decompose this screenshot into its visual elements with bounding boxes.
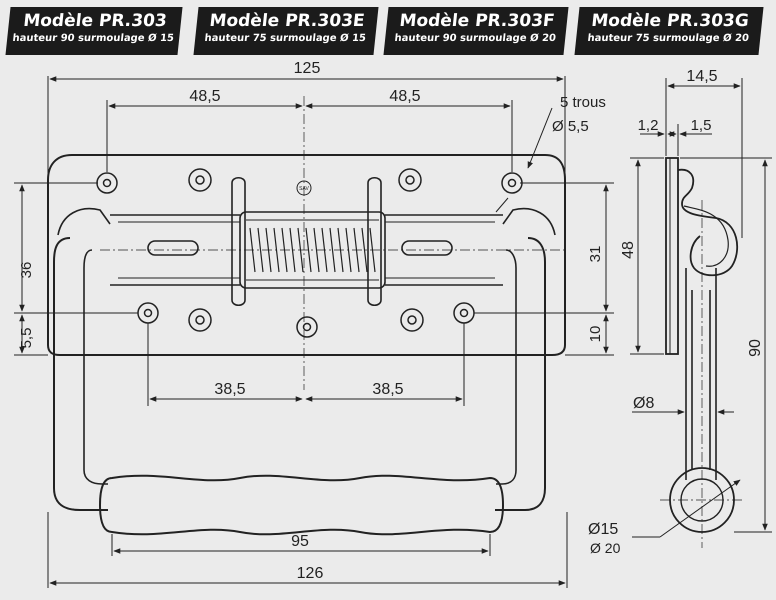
dim-top-spacing-right: 48,5 (389, 88, 420, 105)
dim-side-total-height: 90 (747, 339, 764, 357)
dim-side-depth: 14,5 (686, 68, 717, 85)
plate-fold-right (502, 207, 556, 236)
handle-bail-outer (53, 237, 546, 511)
side-dimension-lines (630, 78, 772, 538)
side-plate (665, 157, 679, 355)
holes-bottom (137, 302, 475, 338)
dim-side-plate-height: 48 (620, 241, 637, 259)
handle-bail-inner (83, 249, 517, 485)
side-hook-inner (683, 205, 729, 267)
dim-bottom-spacing-left: 38,5 (214, 381, 245, 398)
dim-plate-width: 125 (294, 60, 321, 77)
dim-grip-length: 95 (291, 533, 309, 550)
tab-left (231, 176, 246, 307)
front-view (47, 96, 566, 536)
dim-grip-diameter-1: Ø15 (588, 521, 618, 538)
side-rod (685, 268, 717, 480)
dim-top-spacing-left: 48,5 (189, 88, 220, 105)
side-dimension-labels: 14,5 1,2 1,5 48 90 Ø8 Ø15 Ø 20 (588, 68, 764, 556)
dim-right-10: 10 (587, 326, 604, 343)
dim-holes-count: 5 trous (560, 94, 606, 111)
dim-rod-diameter: Ø8 (633, 395, 654, 412)
dim-side-thickness-1: 1,2 (638, 117, 659, 134)
slot-right (401, 240, 453, 256)
dim-overall-width: 126 (297, 565, 324, 582)
front-dimension-lines (14, 76, 614, 588)
side-hook (677, 168, 739, 277)
dim-left-5-5: 5,5 (18, 328, 35, 349)
dim-hole-diameter: Ø 5,5 (552, 118, 589, 135)
front-dimension-labels: 125 48,5 48,5 5 trous Ø 5,5 36 5,5 31 10… (18, 60, 606, 582)
center-line (100, 96, 565, 390)
holes-top (96, 168, 523, 194)
tab-right (367, 176, 382, 307)
mounting-plate (47, 154, 566, 356)
handle-grip (98, 474, 505, 536)
slot-left (147, 240, 199, 256)
dim-right-31: 31 (587, 246, 604, 263)
dim-bottom-spacing-right: 38,5 (372, 381, 403, 398)
dim-side-thickness-2: 1,5 (691, 117, 712, 134)
stamp-text: SAV (299, 186, 309, 192)
plate-fold-left (57, 207, 111, 236)
spring-housing-inner (246, 219, 379, 281)
side-center-line (660, 200, 744, 548)
dim-left-36: 36 (18, 262, 35, 279)
side-view (660, 157, 744, 548)
dim-grip-diameter-2: Ø 20 (590, 540, 621, 556)
